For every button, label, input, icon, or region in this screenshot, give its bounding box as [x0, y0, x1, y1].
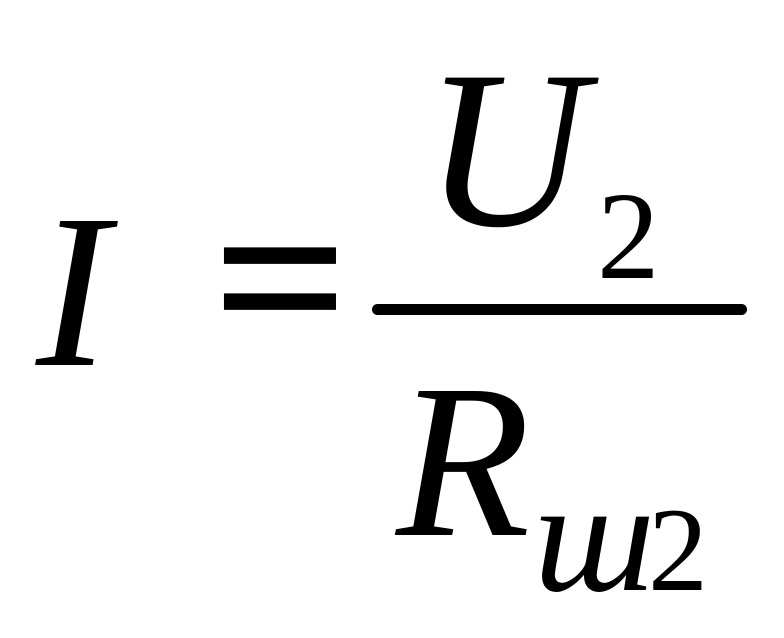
numerator-subscript: 2 — [597, 168, 660, 306]
denominator-resistance-symbol: R — [396, 339, 531, 583]
fraction-bar — [372, 304, 747, 315]
denominator-subscript-letter: ш — [534, 447, 655, 625]
denominator-subscript-digit: 2 — [648, 483, 708, 616]
lhs-current-symbol: I — [36, 169, 110, 413]
numerator-voltage-symbol: U — [424, 24, 587, 274]
equals-sign: = — [213, 150, 348, 405]
